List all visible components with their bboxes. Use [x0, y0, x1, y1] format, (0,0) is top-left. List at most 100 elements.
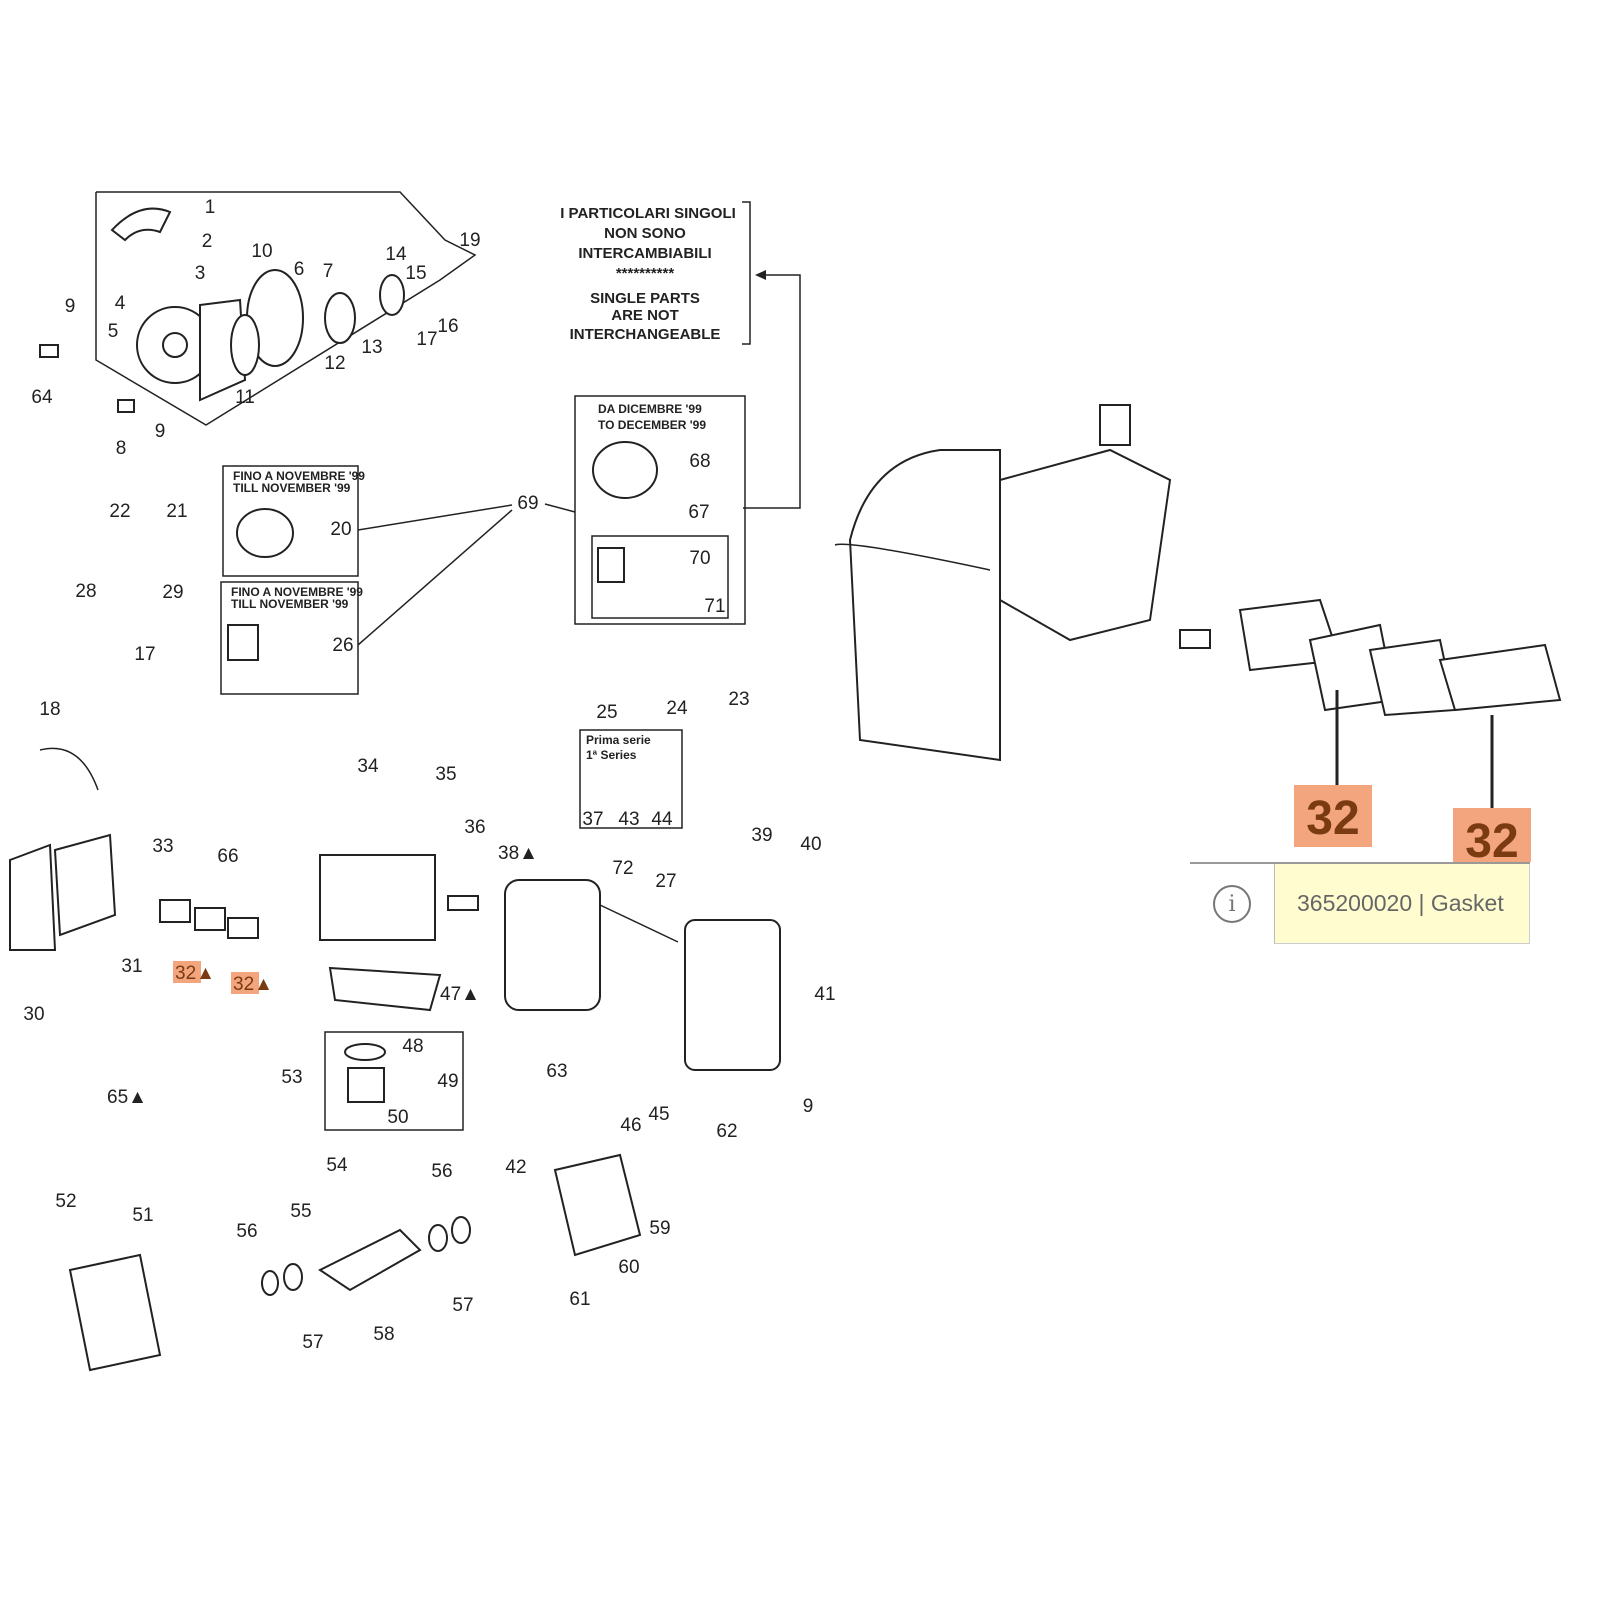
part-label[interactable]: 66 — [217, 846, 238, 867]
part-label[interactable]: 37 — [582, 809, 603, 830]
svg-text:TO DECEMBER '99: TO DECEMBER '99 — [598, 418, 706, 432]
part-label[interactable]: 49 — [437, 1071, 458, 1092]
part-label[interactable]: 24 — [666, 698, 688, 719]
part-label[interactable]: 52 — [55, 1191, 76, 1212]
part-label[interactable]: 58 — [373, 1324, 394, 1345]
part-label[interactable]: 7 — [323, 261, 334, 282]
part-label[interactable]: 44 — [651, 809, 673, 830]
part-label[interactable]: 57 — [302, 1332, 323, 1353]
part-label[interactable]: 42 — [505, 1157, 526, 1178]
part-label[interactable]: 9 — [155, 421, 166, 442]
box-from-december: DA DICEMBRE '99 TO DECEMBER '99 — [574, 395, 746, 625]
part-label[interactable]: 41 — [814, 984, 835, 1005]
note-line: ARE NOT — [611, 307, 679, 324]
part-label[interactable]: 50 — [387, 1107, 408, 1128]
box-first-series: Prima serie 1ª Series — [579, 729, 683, 829]
part-label[interactable]: 4 — [115, 293, 126, 314]
part-label[interactable]: 25 — [596, 702, 617, 723]
part-label[interactable]: 29 — [162, 582, 183, 603]
part-label[interactable]: 51 — [132, 1205, 153, 1226]
part-label[interactable]: 61 — [569, 1289, 590, 1310]
carburetor-inset — [834, 404, 1562, 815]
part-label[interactable]: 67 — [688, 502, 709, 523]
info-icon-wrap: i — [1190, 864, 1274, 944]
part-label[interactable]: 11 — [235, 387, 255, 408]
part-label[interactable]: 38▲ — [498, 843, 538, 864]
part-label[interactable]: 1 — [205, 197, 216, 218]
part-label[interactable]: 68 — [689, 451, 710, 472]
part-label[interactable]: 71 — [704, 596, 725, 617]
part-label[interactable]: 46 — [620, 1115, 641, 1136]
part-label[interactable]: 9 — [803, 1096, 814, 1117]
part-label[interactable]: 21 — [166, 501, 187, 522]
part-label[interactable]: 43 — [618, 809, 639, 830]
inset-callout-32-a[interactable]: 32 — [1294, 785, 1372, 847]
svg-text:32: 32 — [1465, 815, 1518, 868]
part-label[interactable]: 69 — [517, 493, 538, 514]
inset-callout-32-b[interactable]: 32 — [1453, 808, 1531, 868]
part-label[interactable]: 10 — [251, 241, 272, 262]
part-label[interactable]: 62 — [716, 1121, 737, 1142]
part-label[interactable]: 15 — [405, 263, 426, 284]
part-label[interactable]: 59 — [649, 1218, 670, 1239]
svg-text:Prima serie: Prima serie — [586, 733, 651, 747]
part-label[interactable]: 72 — [612, 858, 633, 879]
box-till-november-a: FINO A NOVEMBRE '99 TILL NOVEMBER '99 — [222, 465, 365, 577]
starter-parts — [39, 207, 405, 413]
part-label[interactable]: 56 — [431, 1161, 452, 1182]
highlighted-label-32-a[interactable]: 32▲ — [173, 961, 215, 984]
note-line: INTERCHANGEABLE — [570, 326, 721, 343]
part-label[interactable]: 3 — [195, 263, 206, 284]
part-label[interactable]: 18 — [39, 699, 60, 720]
part-label[interactable]: 60 — [618, 1257, 639, 1278]
part-label[interactable]: 27 — [655, 871, 676, 892]
part-label[interactable]: 16 — [437, 316, 458, 337]
part-label[interactable]: 2 — [202, 231, 213, 252]
part-label[interactable]: 20 — [330, 519, 351, 540]
box-piston — [324, 1031, 464, 1131]
part-label[interactable]: 14 — [385, 244, 407, 265]
part-label[interactable]: 13 — [361, 337, 382, 358]
part-label[interactable]: 33 — [152, 836, 173, 857]
part-label[interactable]: 31 — [121, 956, 142, 977]
part-label[interactable]: 17 — [134, 644, 155, 665]
part-label[interactable]: 55 — [290, 1201, 311, 1222]
part-label[interactable]: 56 — [236, 1221, 257, 1242]
part-label[interactable]: 36 — [464, 817, 485, 838]
part-label[interactable]: 23 — [728, 689, 749, 710]
part-label[interactable]: 19 — [459, 230, 480, 251]
part-label[interactable]: 65▲ — [107, 1087, 147, 1108]
highlighted-label-32-b[interactable]: 32▲ — [231, 972, 273, 995]
part-label[interactable]: 64 — [31, 387, 53, 408]
part-label[interactable]: 48 — [402, 1036, 423, 1057]
part-label[interactable]: 53 — [281, 1067, 302, 1088]
starter-group-outline — [95, 191, 477, 426]
part-label[interactable]: 9 — [65, 296, 76, 317]
part-label[interactable]: 57 — [452, 1295, 473, 1316]
part-label[interactable]: 47▲ — [440, 984, 480, 1005]
part-label[interactable]: 17 — [416, 329, 437, 350]
tooltip-text: 365200020 | Gasket — [1274, 864, 1530, 944]
part-label[interactable]: 30 — [23, 1004, 44, 1025]
part-label[interactable]: 70 — [689, 548, 710, 569]
part-label[interactable]: 54 — [326, 1155, 348, 1176]
part-label[interactable]: 35 — [435, 764, 456, 785]
part-label[interactable]: 8 — [116, 438, 127, 459]
part-label[interactable]: 12 — [324, 353, 345, 374]
part-label[interactable]: 45 — [648, 1104, 669, 1125]
part-label[interactable]: 28 — [75, 581, 96, 602]
part-label[interactable]: 40 — [800, 834, 821, 855]
part-label[interactable]: 63 — [546, 1061, 567, 1082]
part-label[interactable]: 34 — [357, 756, 379, 777]
engine-parts — [9, 747, 781, 1372]
svg-text:FINO A NOVEMBRE '99: FINO A NOVEMBRE '99 — [233, 469, 365, 483]
svg-text:32: 32 — [1306, 792, 1359, 845]
svg-text:TILL NOVEMBER '99: TILL NOVEMBER '99 — [233, 481, 351, 495]
part-label[interactable]: 26 — [332, 635, 353, 656]
info-icon: i — [1213, 885, 1251, 923]
part-label[interactable]: 22 — [109, 501, 130, 522]
part-label[interactable]: 5 — [108, 321, 119, 342]
part-label[interactable]: 39 — [751, 825, 772, 846]
part-label[interactable]: 6 — [294, 259, 305, 280]
note-line: SINGLE PARTS — [590, 290, 700, 307]
